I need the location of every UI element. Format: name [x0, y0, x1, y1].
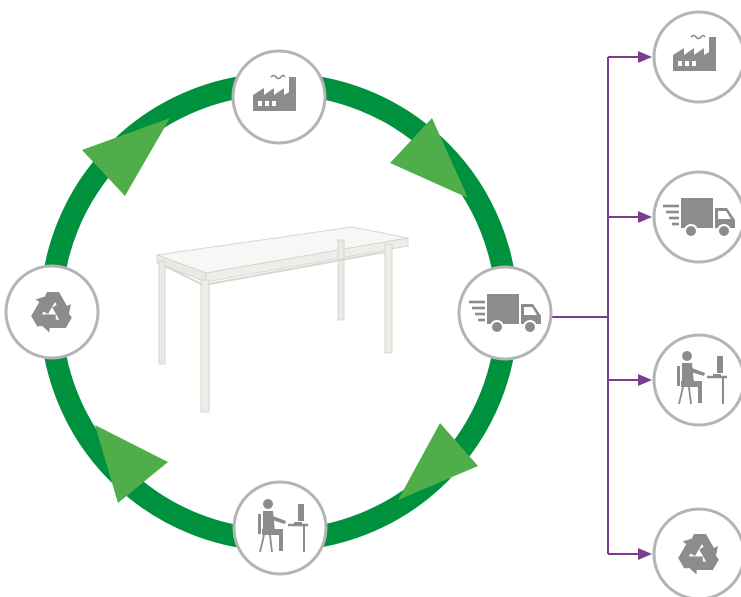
connector-arrowheads [638, 51, 652, 560]
connector-arrowhead-2 [638, 211, 652, 223]
breakdown-node-transport [652, 170, 741, 264]
arrowhead-top-left [82, 118, 170, 196]
breakdown-node-use [652, 333, 741, 427]
connector-arrowhead-4 [638, 548, 652, 560]
arrowhead-top-right [390, 118, 468, 198]
arrowhead-bottom-right [398, 423, 478, 500]
stage-node-use [232, 480, 328, 576]
cycle-arrowheads [82, 118, 478, 503]
breakdown-node-manufacture [652, 10, 741, 104]
connector-arrowhead-3 [638, 374, 652, 386]
stage-node-transport [457, 265, 553, 361]
stage-node-recycle [4, 264, 100, 360]
desk-product-icon [156, 226, 409, 413]
connector-arrowhead-1 [638, 51, 652, 63]
breakdown-node-recycle [652, 507, 741, 597]
arrowhead-bottom-left [95, 425, 168, 503]
stage-node-manufacture [231, 49, 327, 145]
breakdown-connectors [552, 56, 640, 555]
